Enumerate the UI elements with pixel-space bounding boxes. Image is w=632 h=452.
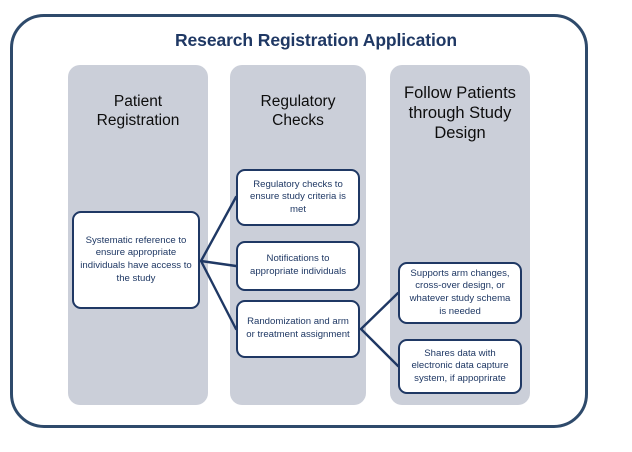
diagram-title: Research Registration Application	[175, 30, 457, 50]
swimlane-title-regulatory-checks: Regulatory Checks	[230, 93, 366, 131]
swimlane-title-line: Checks	[272, 111, 324, 129]
application-boundary-frame	[10, 14, 588, 428]
swimlane-title-line: Design	[434, 124, 486, 143]
swimlane-title-line: Patient	[113, 93, 163, 110]
node-shares-data-edc[interactable]: Shares data with electronic data capture…	[398, 339, 522, 394]
node-randomization-assignment[interactable]: Randomization and arm or treatment assig…	[236, 300, 360, 358]
node-systematic-reference[interactable]: Systematic reference to ensure appropria…	[72, 211, 200, 309]
node-label: Systematic reference to ensure appropria…	[80, 234, 192, 284]
swimlane-title-line: Regulatory	[260, 93, 336, 110]
swimlane-title-line: Registration	[96, 111, 180, 129]
node-notifications[interactable]: Notifications to appropriate individuals	[236, 241, 360, 291]
node-supports-arm-changes[interactable]: Supports arm changes, cross-over design,…	[398, 262, 522, 324]
node-label: Shares data with electronic data capture…	[411, 347, 509, 384]
node-label: Randomization and arm or treatment assig…	[246, 316, 350, 340]
swimlane-title-line: Follow Patients	[404, 84, 516, 102]
swimlane-title-patient-registration: Patient Registration	[68, 93, 208, 131]
swimlane-title-line: through Study	[408, 104, 512, 123]
swimlane-title-follow-patients: Follow Patients through Study Design	[390, 83, 530, 143]
node-label: Regulatory checks to ensure study criter…	[250, 178, 346, 215]
node-regulatory-checks[interactable]: Regulatory checks to ensure study criter…	[236, 169, 360, 226]
node-label: Supports arm changes, cross-over design,…	[409, 267, 511, 317]
node-label: Notifications to appropriate individuals	[250, 253, 346, 277]
